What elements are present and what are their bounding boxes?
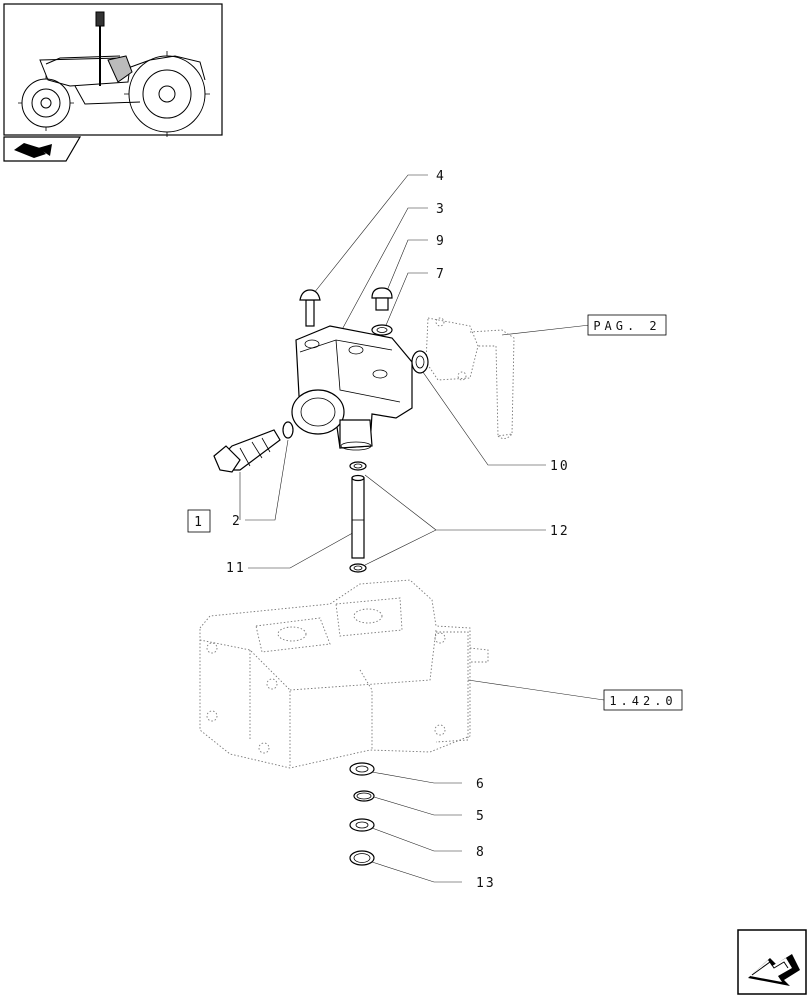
section-reference-box[interactable]: 1.42.0 — [603, 689, 683, 711]
page-reference-label: PAG. 2 — [593, 319, 660, 333]
callout-11: 11 — [226, 561, 246, 576]
part-housing-3 — [291, 325, 413, 451]
callout-12: 12 — [550, 524, 570, 539]
part-washer-7 — [371, 324, 393, 336]
part-oring-10 — [411, 350, 429, 374]
part-oring-5 — [353, 790, 375, 802]
callout-3: 3 — [436, 202, 446, 217]
section-reference-label: 1.42.0 — [609, 694, 676, 708]
part-washer-6 — [349, 762, 375, 776]
part-ring-13 — [349, 850, 375, 866]
callout-1-box[interactable]: 1 — [187, 509, 211, 533]
part-tube-11 — [351, 474, 365, 559]
callout-4: 4 — [436, 169, 446, 184]
callout-7: 7 — [436, 267, 446, 282]
part-plug-9 — [371, 287, 393, 311]
part-oring-2 — [282, 421, 294, 439]
hydraulic-pump-reference-outline — [199, 579, 489, 769]
pipe-reference-outline — [425, 317, 515, 439]
leader-lines — [239, 174, 605, 883]
callout-10: 10 — [550, 459, 570, 474]
page-reference-box[interactable]: PAG. 2 — [587, 314, 667, 336]
callout-2: 2 — [232, 514, 242, 529]
part-bolt-4 — [299, 289, 321, 327]
part-seal-12-upper — [349, 461, 367, 471]
tractor-thumbnail-icon[interactable] — [3, 3, 223, 137]
part-screw-1 — [213, 429, 281, 473]
part-seal-12-lower — [349, 563, 367, 573]
callout-13: 13 — [476, 876, 496, 891]
callout-8: 8 — [476, 845, 486, 860]
callout-5: 5 — [476, 809, 486, 824]
part-washer-8 — [349, 818, 375, 832]
callout-6: 6 — [476, 777, 486, 792]
callout-1: 1 — [194, 515, 204, 530]
section-marker-icon[interactable] — [3, 136, 82, 162]
callout-9: 9 — [436, 234, 446, 249]
navigate-arrow-icon[interactable] — [737, 929, 807, 995]
